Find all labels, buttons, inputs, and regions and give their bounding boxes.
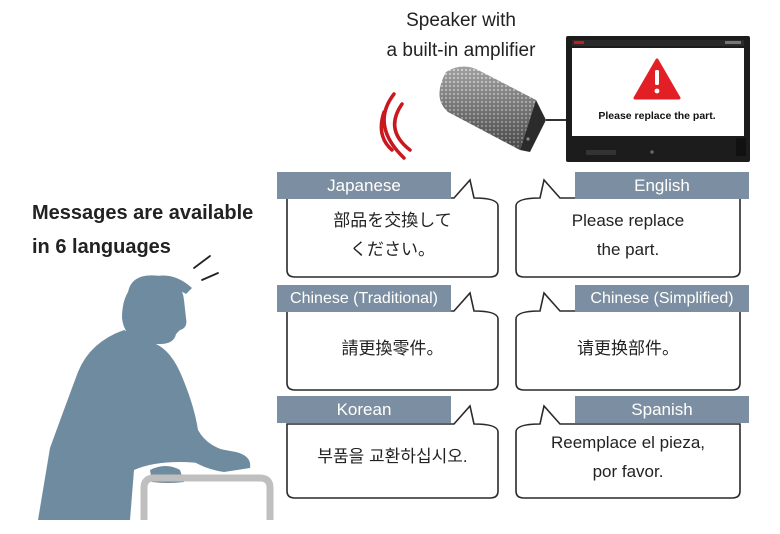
message-korean-line1: 부품을 교환하십시오. [317, 447, 468, 466]
headline-line1: Messages are available [32, 202, 254, 224]
tag-chinese-simplified: Chinese (Simplified) [575, 285, 749, 312]
speaker-caption-line2: a built-in amplifier [386, 40, 536, 61]
cart-handle-icon [140, 474, 274, 520]
tag-korean: Korean [277, 396, 451, 423]
message-japanese: 部品を交換して ください。 [287, 206, 498, 264]
message-english: Please replace the part. [516, 206, 740, 264]
monitor-icon [566, 36, 750, 162]
tag-chinese-traditional: Chinese (Traditional) [277, 285, 451, 312]
bubble-spanish [515, 404, 741, 499]
worker-icon [38, 275, 251, 520]
message-japanese-line2: ください。 [350, 240, 435, 259]
message-spanish-line1: Reemplace el pieza, [550, 433, 706, 452]
message-spanish-line2: por favor. [592, 462, 664, 481]
sound-waves-icon [379, 92, 412, 160]
speaker-caption: Speaker with a built-in amplifier [356, 6, 566, 66]
message-chinese-traditional: 請更換零件。 [287, 334, 498, 363]
bubble-japanese [286, 178, 499, 278]
speech-lines-icon [193, 255, 219, 281]
tag-spanish: Spanish [575, 396, 749, 423]
monitor-message: Please replace the part. [598, 110, 716, 122]
headline-line2: in 6 languages [32, 236, 171, 258]
bubble-chinese-simplified [515, 291, 741, 391]
message-spanish: Reemplace el pieza, por favor. [516, 428, 740, 486]
tag-japanese: Japanese [277, 172, 451, 199]
message-chinese-traditional-line1: 請更換零件。 [341, 339, 444, 358]
bubble-english [515, 178, 741, 278]
message-english-line2: the part. [596, 240, 660, 259]
bubble-korean [286, 404, 499, 499]
message-chinese-simplified-line1: 请更换部件。 [577, 339, 679, 358]
speaker-caption-line1: Speaker with [406, 10, 516, 31]
bubble-chinese-traditional [286, 291, 499, 391]
warning-icon [633, 58, 681, 100]
message-japanese-line1: 部品を交換して [333, 211, 452, 230]
message-chinese-simplified: 请更换部件。 [516, 334, 740, 363]
message-english-line1: Please replace [571, 211, 685, 230]
message-korean: 부품을 교환하십시오. [287, 442, 498, 471]
tag-english: English [575, 172, 749, 199]
speaker-icon [439, 66, 572, 152]
headline: Messages are available in 6 languages [32, 196, 253, 264]
